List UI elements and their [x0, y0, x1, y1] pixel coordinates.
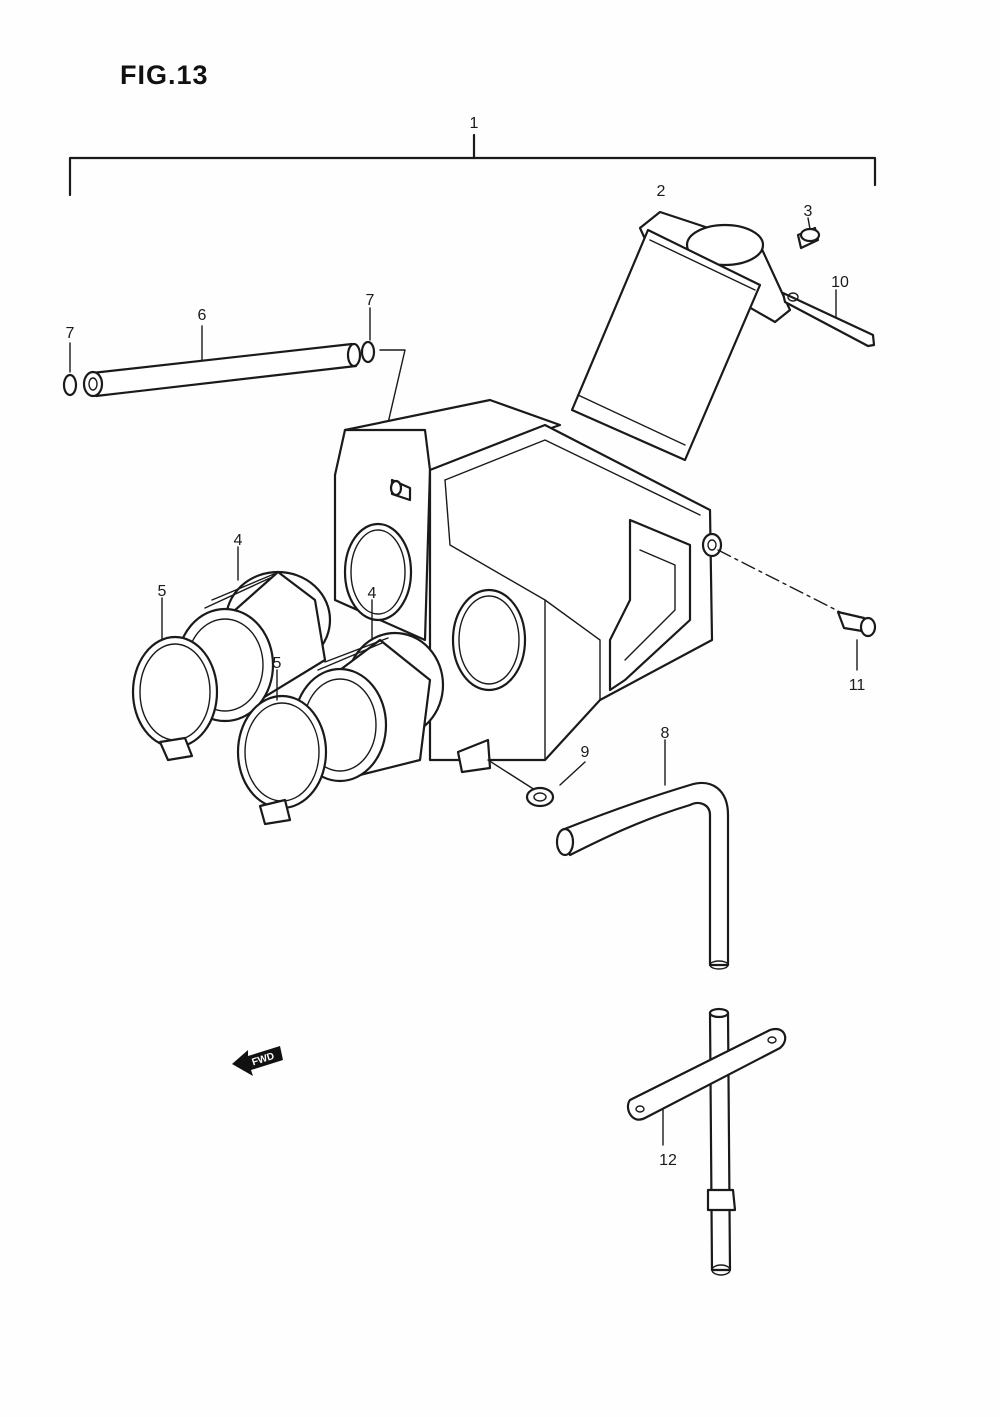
callout-6: 6 [198, 307, 207, 324]
callout-11: 11 [849, 677, 866, 694]
part-8-drain-hose [555, 739, 730, 970]
part-11-bolt [717, 549, 877, 671]
part-5-clamp-front [236, 669, 328, 826]
part-10-bracket [781, 289, 876, 348]
air-cleaner-box [333, 398, 723, 791]
part-2-filter-element [570, 210, 792, 462]
part-9-clip [525, 761, 586, 808]
callout-1: 1 [470, 115, 479, 132]
callout-7-right: 7 [366, 292, 375, 309]
callout-3: 3 [804, 203, 813, 220]
part-4-boot-front [292, 599, 445, 783]
callout-9: 9 [581, 744, 590, 761]
part-5-clamp-rear [131, 597, 219, 762]
part-7-clip-left [62, 342, 78, 397]
callout-8: 8 [661, 725, 670, 742]
figure-title: FIG.13 [120, 60, 209, 90]
callout-12: 12 [659, 1152, 677, 1169]
callout-5-rear: 5 [158, 583, 167, 600]
callout-2: 2 [657, 183, 666, 200]
part-3-screw [796, 217, 821, 250]
callout-4-rear: 4 [234, 532, 243, 549]
callout-5-front: 5 [273, 655, 282, 672]
part-12-strap [626, 1027, 787, 1146]
callout-4-front: 4 [368, 585, 377, 602]
callout-10: 10 [831, 274, 849, 291]
part-6-hose [82, 342, 362, 398]
assembly-bracket [68, 133, 877, 197]
callout-7-left: 7 [66, 325, 75, 342]
fwd-arrow-icon: FWD [232, 1046, 283, 1076]
